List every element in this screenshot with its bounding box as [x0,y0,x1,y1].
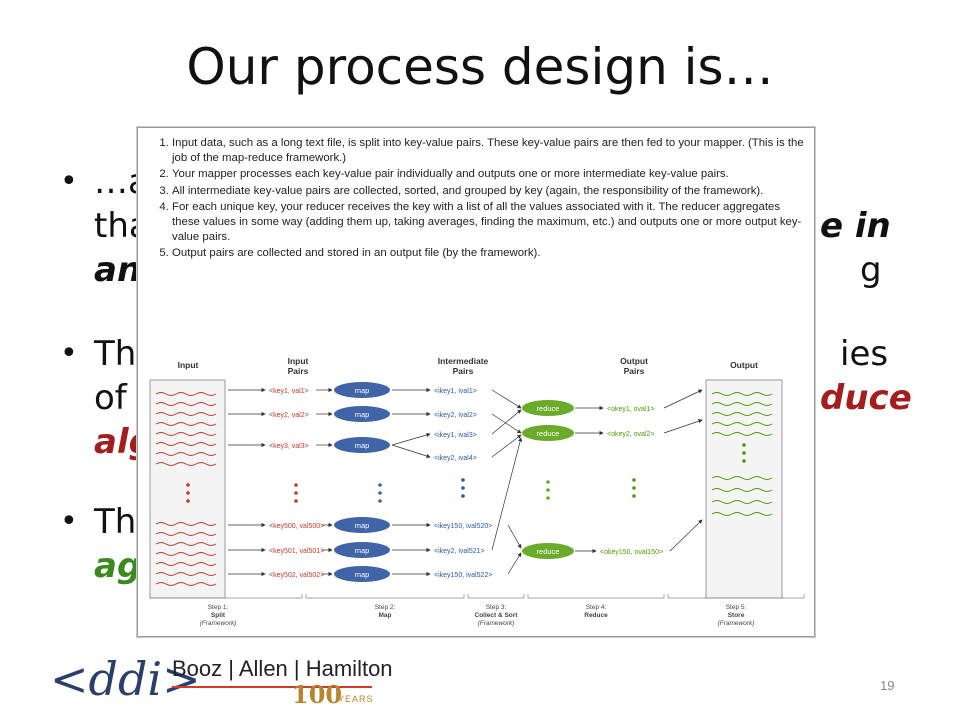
reduce-node: reduce [522,543,574,559]
map-label: map [355,410,370,419]
step-label: Step 3:Collect & Sort(Framework) [475,604,519,627]
reduce-nodes: reduce reduce reduce [522,400,574,559]
map-node: map [334,542,390,558]
map-label: map [355,441,370,450]
bullet-1-line-3b: g [860,250,882,290]
output-pairs-ellipsis [632,478,636,498]
output-pair: <okey150, oval150> [600,549,663,556]
logo-divider-line [172,686,372,688]
header-input: Input [178,360,199,370]
reduce-node: reduce [522,425,574,441]
map-node: map [334,406,390,422]
mapreduce-figure: Input data, such as a long text file, is… [137,127,815,637]
output-ellipsis [742,443,746,463]
intermediate-pair: <ikey2, ival521> [434,548,485,555]
map-node: map [334,382,390,398]
centennial-years: YEARS [338,694,374,704]
map-label: map [355,521,370,530]
bullet-3-line-2: ag [94,546,142,586]
output-pair: <okey1, oval1> [607,406,654,413]
step-item: All intermediate key-value pairs are col… [172,184,805,199]
output-pair: <okey2, oval2> [607,431,654,438]
input-pair: <key500, val500> [269,523,324,530]
reduce-ellipsis [546,480,550,500]
bullet-3-line-1: Th [94,502,137,542]
intermediate-pair: <ikey2, ival4> [434,455,477,462]
steps-list: Input data, such as a long text file, is… [150,136,805,263]
bullet-1-line-2b: e in [820,206,891,246]
booz-allen-hamilton-logo: Booz | Allen | Hamilton [172,656,393,681]
reduce-label: reduce [537,404,560,413]
map-ellipsis [378,483,382,503]
step-label: Step 4:Reduce [584,604,608,619]
intermediate-pair: <ikey150, ival520> [434,523,492,530]
slide-title: Our process design is… [186,38,774,96]
bullet-2-line-2a: of [94,378,127,418]
intermediate-pair: <ikey2, ival2> [434,412,477,419]
bullet-1-line-3a: an [94,250,142,290]
input-squiggles [155,392,217,586]
reduce-label: reduce [537,429,560,438]
map-node: map [334,517,390,533]
bullet-2-line-1a: Th [94,334,137,374]
intermediate-pair: <ikey1, ival1> [434,388,477,395]
reduce-label: reduce [537,547,560,556]
input-pair: <key502, val502> [269,572,324,579]
map-label: map [355,570,370,579]
map-label: map [355,546,370,555]
step-item: For each unique key, your reducer receiv… [172,200,805,244]
input-document [149,379,226,599]
output-squiggles [711,392,773,516]
input-pair: <key2, val2> [269,412,309,419]
step-item: Input data, such as a long text file, is… [172,136,805,165]
intermediate-ellipsis [461,478,465,498]
step-label: Step 2:Map [375,604,396,619]
step-item: Output pairs are collected and stored in… [172,246,805,261]
step-label: Step 5:Store(Framework) [718,604,755,627]
bullet-dot: • [60,504,78,539]
bullet-2-line-1b: ies [840,334,889,374]
step-item: Your mapper processes each key-value pai… [172,167,805,182]
input-pair: <key3, val3> [269,443,309,450]
map-node: map [334,437,390,453]
input-pair: <key1, val1> [269,388,309,395]
centennial-mark: 100 [292,680,343,709]
input-ellipsis [186,483,190,503]
step-label: Step 1:Split(Framework) [200,604,237,627]
map-nodes: map map map map map map [334,382,390,582]
bullet-dot: • [60,336,78,371]
bullet-dot: • [60,164,78,199]
intermediate-pair: <ikey1, ival3> [434,432,477,439]
map-node: map [334,566,390,582]
input-pairs-ellipsis [294,483,298,503]
ddi-logo: <ddi> [50,652,201,706]
bullet-2-line-2b: duce [820,378,912,418]
input-pair: <key501, val501> [269,548,324,555]
page-number: 19 [880,678,895,693]
map-label: map [355,386,370,395]
intermediate-pair: <ikey150, ival522> [434,572,492,579]
header-output: Output [730,360,758,370]
reduce-node: reduce [522,400,574,416]
